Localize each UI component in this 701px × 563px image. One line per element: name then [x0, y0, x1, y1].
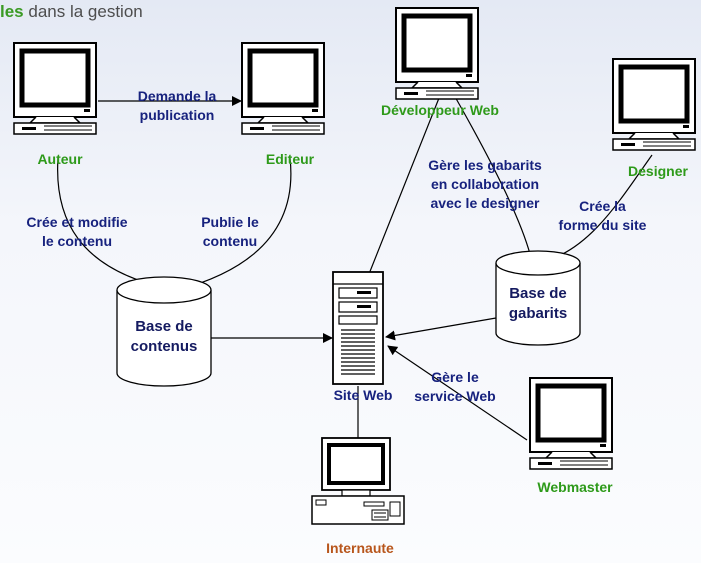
- title-highlight: les: [0, 2, 24, 21]
- edge-editeur-contenus: [177, 157, 292, 293]
- node-label-developpeur: Développeur Web: [381, 102, 499, 118]
- server-tower-icon: [332, 271, 384, 385]
- edge-webmaster-siteweb: [387, 345, 528, 441]
- edge-label-gere-gabarits: Gère les gabarits en collaboration avec …: [428, 157, 542, 211]
- node-label-webmaster: Webmaster: [537, 479, 613, 495]
- database-label-gabarits: Base de gabarits: [508, 285, 568, 322]
- edge-label-cree-forme: Crée la forme du site: [558, 198, 647, 233]
- database-label-contenus: Base de contenus: [130, 318, 198, 355]
- page-title: les dans la gestion: [0, 2, 143, 22]
- node-label-site-web: Site Web: [333, 387, 393, 403]
- edge-label-demande: Demande la publication: [137, 88, 217, 123]
- edge-gabarits-siteweb: [385, 317, 497, 341]
- database-contenus-cylinder: [116, 276, 212, 387]
- edge-label-publie: Publie le contenu: [201, 214, 259, 249]
- designer-computer-icon: [613, 59, 695, 150]
- webmaster-computer-icon: [530, 378, 612, 469]
- connectors: [57, 87, 653, 441]
- edge-label-cree-modifie: Crée et modifie le contenu: [26, 214, 128, 249]
- node-label-designer: Designer: [628, 163, 688, 179]
- title-rest: dans la gestion: [23, 2, 143, 21]
- database-gabarits-cylinder: [495, 250, 581, 346]
- node-label-internaute: Internaute: [326, 540, 394, 556]
- auteur-computer-icon: [14, 43, 96, 134]
- node-label-editeur: Editeur: [265, 151, 315, 167]
- internaute-desktop-icon: [311, 437, 405, 525]
- editeur-computer-icon: [242, 43, 324, 134]
- edge-dev-siteweb: [363, 87, 444, 285]
- edge-label-gere-service: Gère le service Web: [414, 369, 496, 404]
- developpeur-computer-icon: [396, 8, 478, 99]
- edge-dev-gabarits: [449, 87, 535, 263]
- node-label-auteur: Auteur: [37, 151, 83, 167]
